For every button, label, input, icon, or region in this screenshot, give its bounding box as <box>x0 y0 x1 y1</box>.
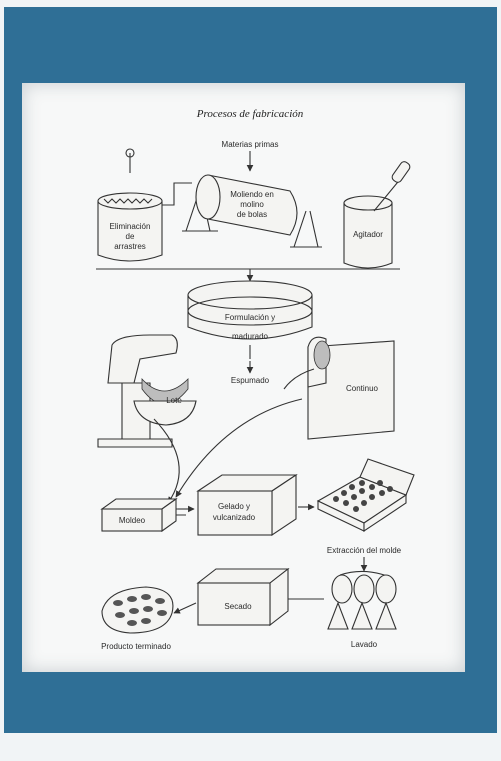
node-batch-label: Lote <box>166 396 182 405</box>
node-deaeration-line2: de <box>126 232 135 241</box>
node-deaeration-line3: arrastres <box>114 242 146 251</box>
node-formulation-line2: madurado <box>232 332 269 341</box>
node-molding-label: Moldeo <box>119 516 146 525</box>
continuous-machine <box>283 336 395 440</box>
node-raw-materials-label: Materias primas <box>222 140 279 149</box>
node-finished-label: Producto terminado <box>101 642 171 651</box>
diagram-page: Procesos de fabricación Materias primas … <box>22 83 465 672</box>
washing-rollers <box>327 570 397 630</box>
batch-mixer <box>97 334 197 448</box>
gelling-box <box>196 473 298 537</box>
node-formulation-line1: Formulación y <box>225 313 275 322</box>
demolding-tray <box>316 458 415 533</box>
formulation-tank <box>187 280 313 359</box>
node-mill-line2: molino <box>240 200 264 209</box>
curve-batch-to-molding <box>153 418 180 504</box>
finished-product <box>101 586 174 634</box>
curve-continuous-to-molding <box>175 398 303 498</box>
node-continuous-label: Continuo <box>346 384 379 393</box>
process-diagram: Procesos de fabricación Materias primas … <box>96 108 415 651</box>
node-gelling-line1: Gelado y <box>218 502 250 511</box>
arrow-drying-to-finished <box>173 602 197 614</box>
molding-box <box>100 497 186 533</box>
node-mill-line1: Moliendo en <box>230 190 274 199</box>
node-demolding-label: Extracción del molde <box>327 546 402 555</box>
node-washing-label: Lavado <box>351 640 378 649</box>
node-mill-line3: de bolas <box>237 210 267 219</box>
diagram-title: Procesos de fabricación <box>196 108 304 120</box>
node-agitator-label: Agitador <box>353 230 383 239</box>
ball-mill <box>182 174 322 248</box>
node-gelling-line2: vulcanizado <box>213 513 256 522</box>
deaeration-tank <box>97 148 192 262</box>
node-foaming-label: Espumado <box>231 376 270 385</box>
drying-box <box>196 567 290 627</box>
node-deaeration-line1: Eliminación <box>110 222 151 231</box>
node-drying-label: Secado <box>224 602 252 611</box>
agitator-beaker <box>343 161 411 269</box>
